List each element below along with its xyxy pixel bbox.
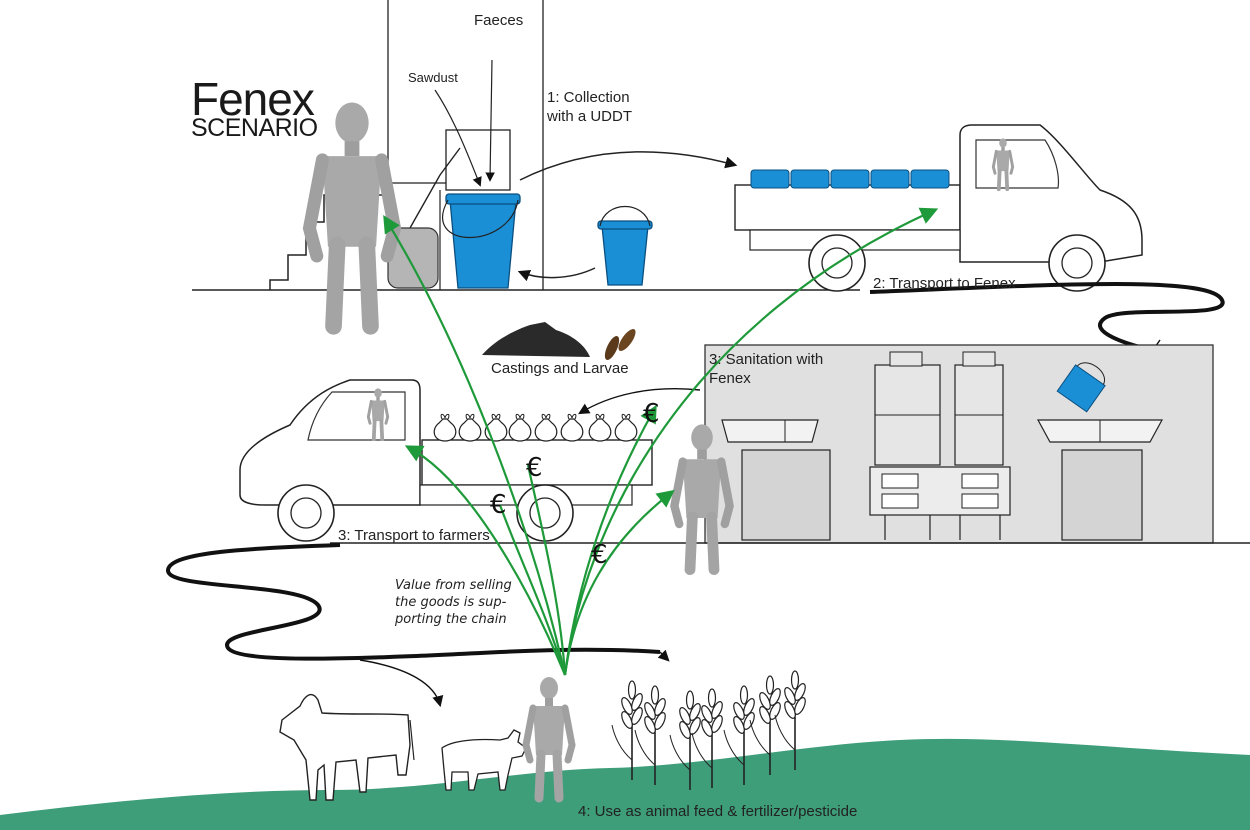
title-scenario: SCENARIO [191,114,318,142]
bucket-large [442,193,521,289]
cow-large [279,693,415,801]
euro-icon: € [526,453,543,483]
label-sawdust: Sawdust [408,70,458,85]
bucket-small [597,205,653,286]
label-castings: Castings and Larvae [491,360,629,377]
castings-pile [482,322,590,357]
euro-icon: € [591,540,608,570]
truck-top [734,124,1143,292]
sacks [433,413,638,442]
label-use: 4: Use as animal feed & fertilizer/pesti… [578,803,858,820]
label-transport-fenex: 2: Transport to Fenex [873,275,1016,292]
label-transport-farmers: 3: Transport to farmers [338,527,490,544]
label-faeces: Faeces [474,12,524,29]
label-sanitation: 3: Sanitation with Fenex [709,351,824,387]
stairs [269,194,388,290]
larva-1 [604,336,620,360]
euro-icon: € [490,490,507,520]
ground-hill [0,738,1250,830]
larva-2 [618,328,636,352]
euro-icon: € [643,399,660,429]
label-value-note: Value from selling the goods is sup- por… [395,578,512,627]
truck-bottom [239,379,653,542]
money-arrows [383,207,939,676]
fenex-facility [704,344,1214,544]
title-fenex: Fenex [191,73,315,125]
truck-buckets [750,169,950,189]
label-collection: 1: Collection with a UDDT [547,89,633,125]
person-collection [309,102,394,326]
